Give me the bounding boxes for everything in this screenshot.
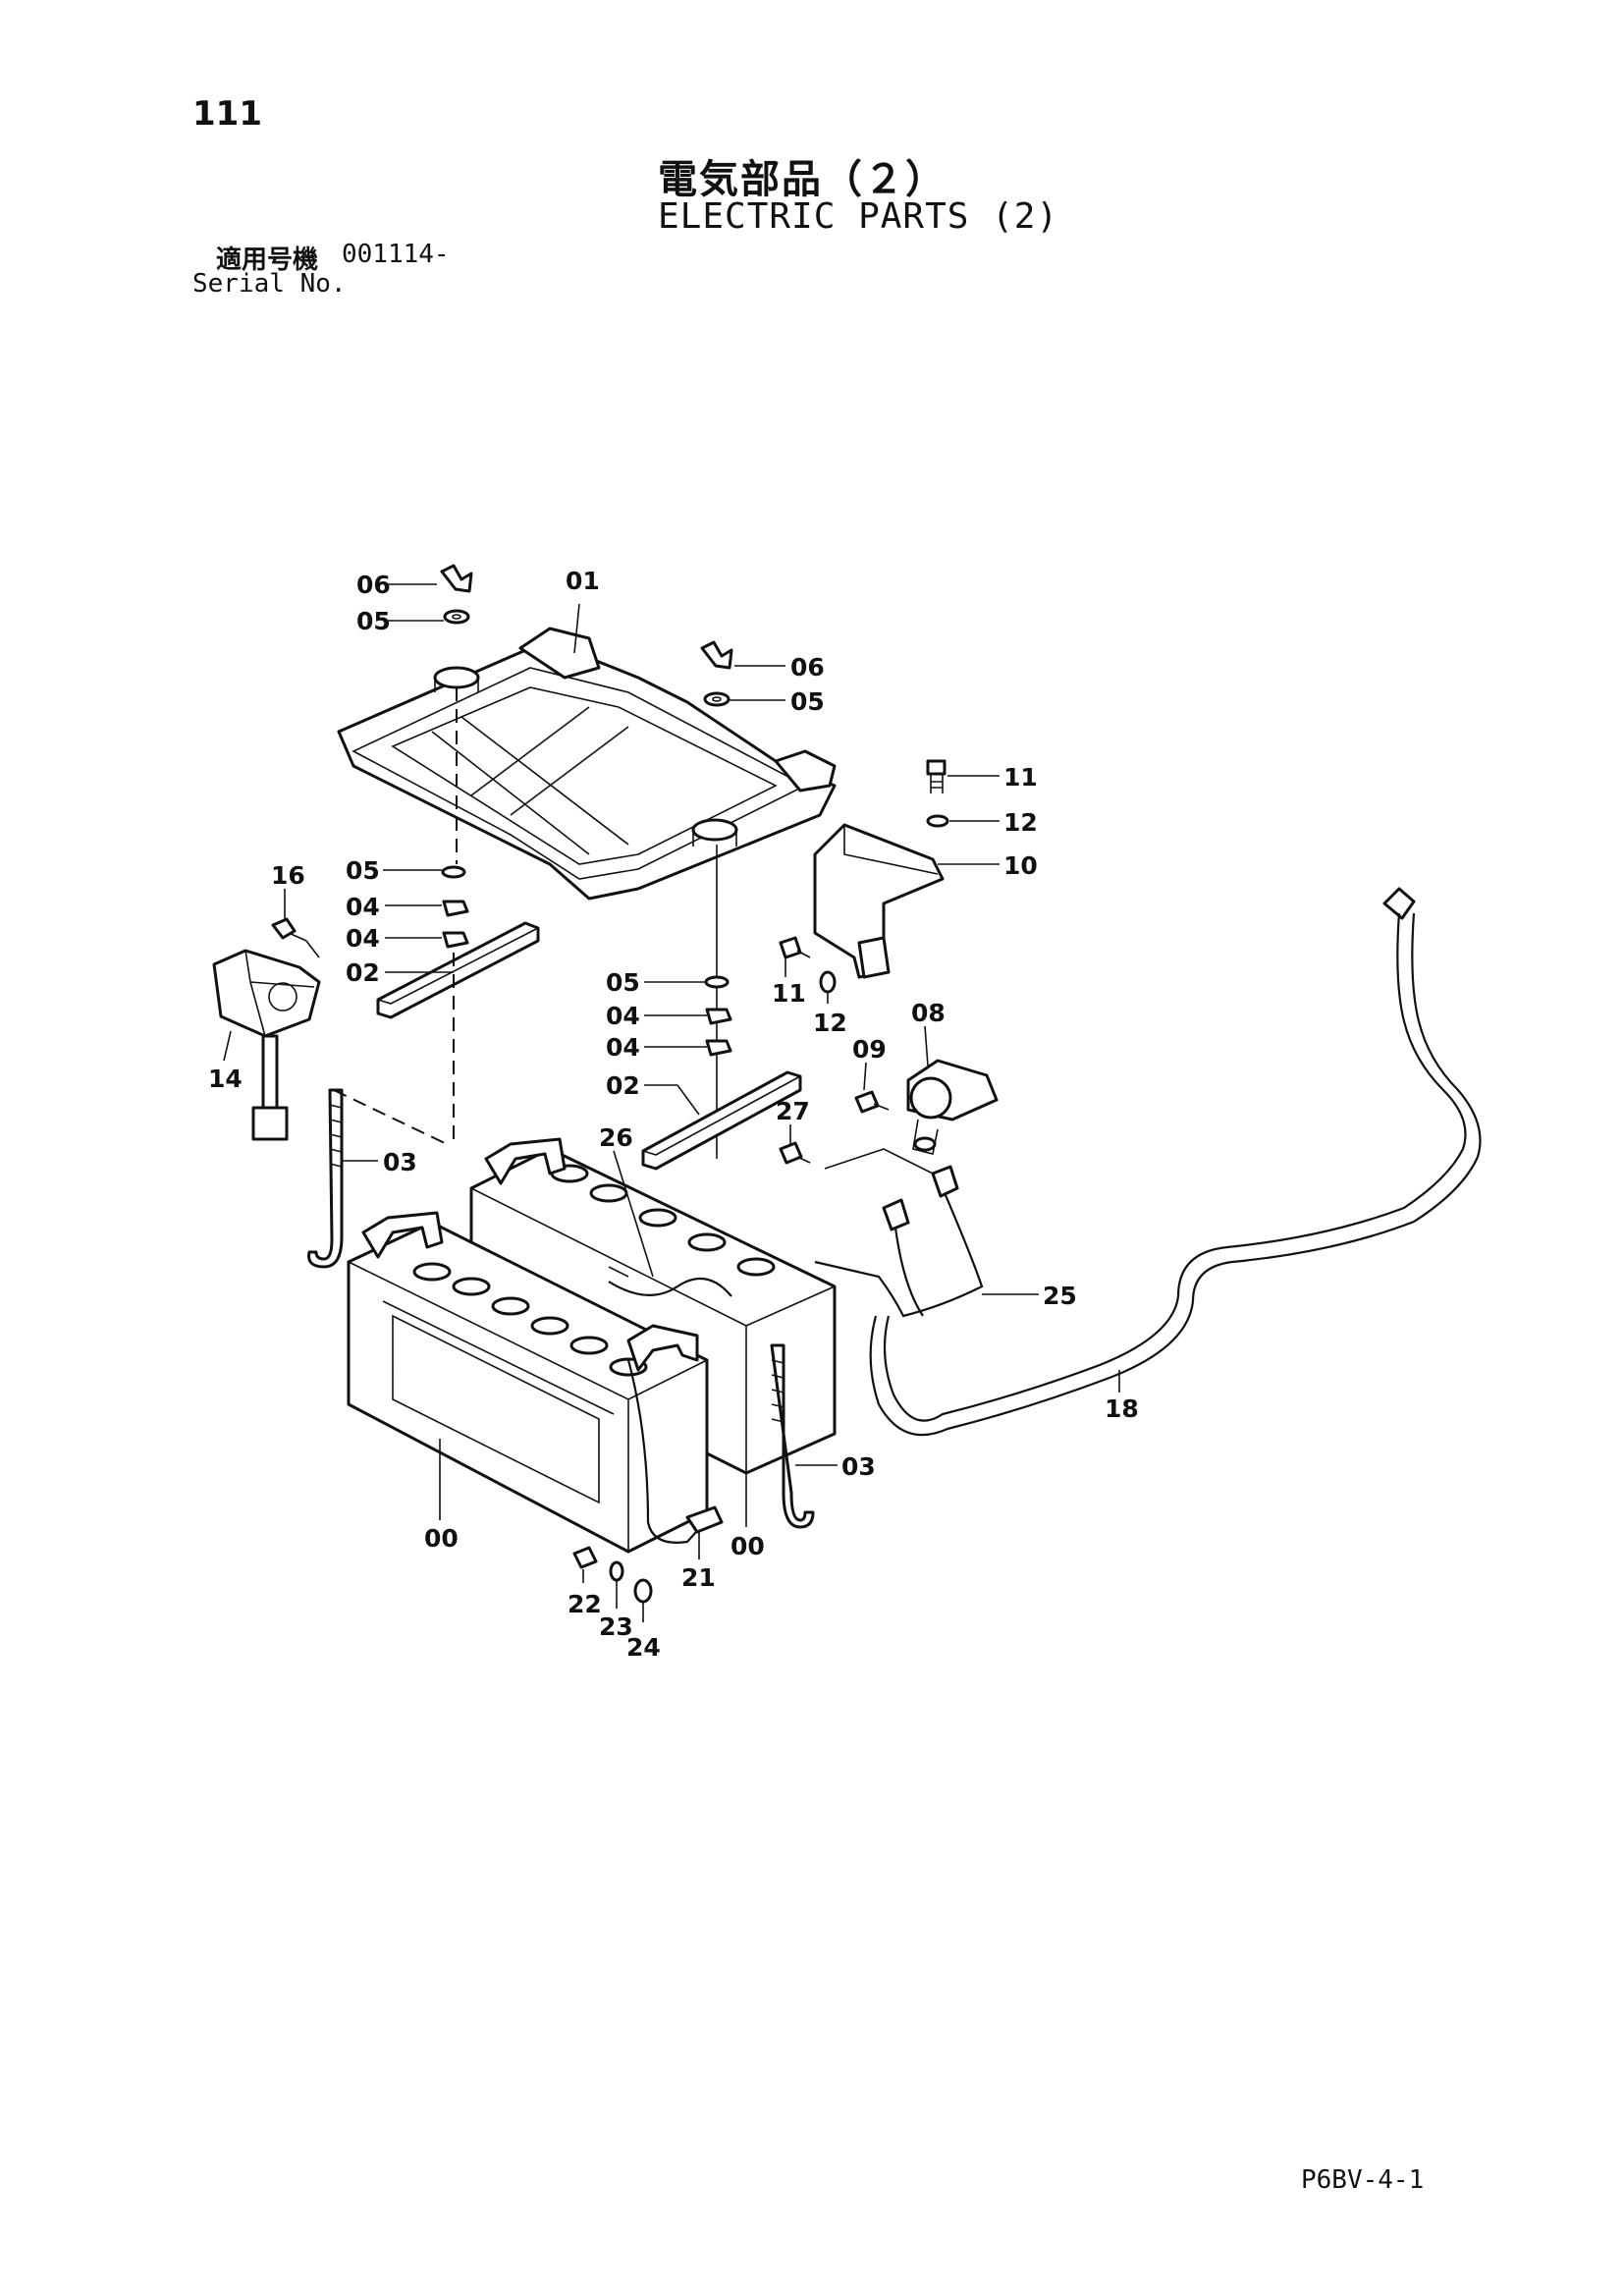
bolt-16-axis [305,940,320,958]
callout-06: 06 [790,653,825,682]
page-title-japanese: 電気部品（２） [658,157,947,202]
bolt-11-upper [926,759,947,793]
j-bolt-right [770,1343,815,1529]
callout-00: 00 [730,1532,765,1560]
washer-right-top [703,691,730,707]
callout-00: 00 [424,1524,459,1553]
callout-25: 25 [1043,1282,1077,1310]
washer-left-top [443,609,470,625]
drawing-code: P6BV-4-1 [1301,2165,1425,2195]
relay-leader [824,1148,934,1175]
callout-05: 05 [790,687,825,716]
callout-05: 05 [606,968,640,997]
hold-down-bar-left [376,921,540,1019]
wire-harness [869,887,1482,1437]
nut-right-1 [705,1008,732,1025]
callout-03: 03 [383,1148,417,1176]
callout-04: 04 [346,924,380,953]
callout-06: 06 [356,571,391,599]
ground-cable [626,1359,724,1544]
bolt-16 [271,917,307,942]
nut-right-2 [705,1039,732,1057]
callout-04: 04 [606,1002,640,1030]
callout-12: 12 [813,1009,847,1037]
washer-12-lower [819,970,837,994]
wing-nut-left [440,564,473,593]
washer-23 [609,1560,624,1582]
serial-label-japanese: 適用号機 [216,246,319,275]
callout-11: 11 [772,979,806,1008]
callout-10: 10 [1003,851,1038,880]
washer-24 [633,1578,653,1604]
j-bolt-left [307,1088,344,1269]
callout-22: 22 [568,1590,602,1618]
battery-cover-tray [337,627,837,901]
page-title: ELECTRIC PARTS (2) [658,196,1059,237]
callout-09: 09 [852,1035,887,1064]
wing-nut-right [700,640,733,670]
nut-left-1 [442,900,469,917]
washer-right-lower [704,975,730,989]
bolt-27 [779,1141,811,1165]
battery-link-cable-end [608,1266,629,1278]
callout-02: 02 [606,1071,640,1100]
washer-12-upper [926,814,949,828]
callouts: 06 05 01 06 05 05 04 04 02 16 14 03 11 1… [208,567,1139,1662]
callout-12: 12 [1003,808,1038,837]
nut-22 [572,1546,598,1569]
callout-08: 08 [911,999,946,1027]
battery-switch [212,949,321,1141]
hold-down-bar-right [641,1070,802,1171]
callout-21: 21 [681,1563,716,1592]
serial-number-value: 001114- [342,240,450,269]
battery-front [347,1211,709,1554]
callout-02: 02 [346,958,380,987]
callout-26: 26 [599,1123,633,1152]
callout-24: 24 [626,1633,661,1662]
callout-16: 16 [271,861,305,890]
callout-18: 18 [1105,1394,1139,1423]
j-bolt-left-axis [333,1089,448,1145]
callout-11: 11 [1003,763,1038,792]
callout-04: 04 [606,1033,640,1062]
bolt-11-lower [779,936,811,959]
page-number: 111 [192,94,262,134]
callout-03: 03 [841,1452,876,1481]
callout-05: 05 [346,856,380,885]
callout-04: 04 [346,893,380,921]
bolt-09 [854,1090,890,1114]
battery-cable [814,1165,984,1318]
serial-label: Serial No. [192,269,347,299]
callout-05: 05 [356,607,391,635]
callout-23: 23 [599,1613,633,1641]
nut-left-2 [442,931,469,949]
callout-01: 01 [566,567,600,595]
battery-relay [906,1059,999,1155]
callout-14: 14 [208,1065,243,1093]
washer-left-lower [441,865,466,879]
battery-link-cable [608,1277,732,1297]
callout-27: 27 [776,1097,810,1125]
terminal-cover-bracket [813,823,945,979]
